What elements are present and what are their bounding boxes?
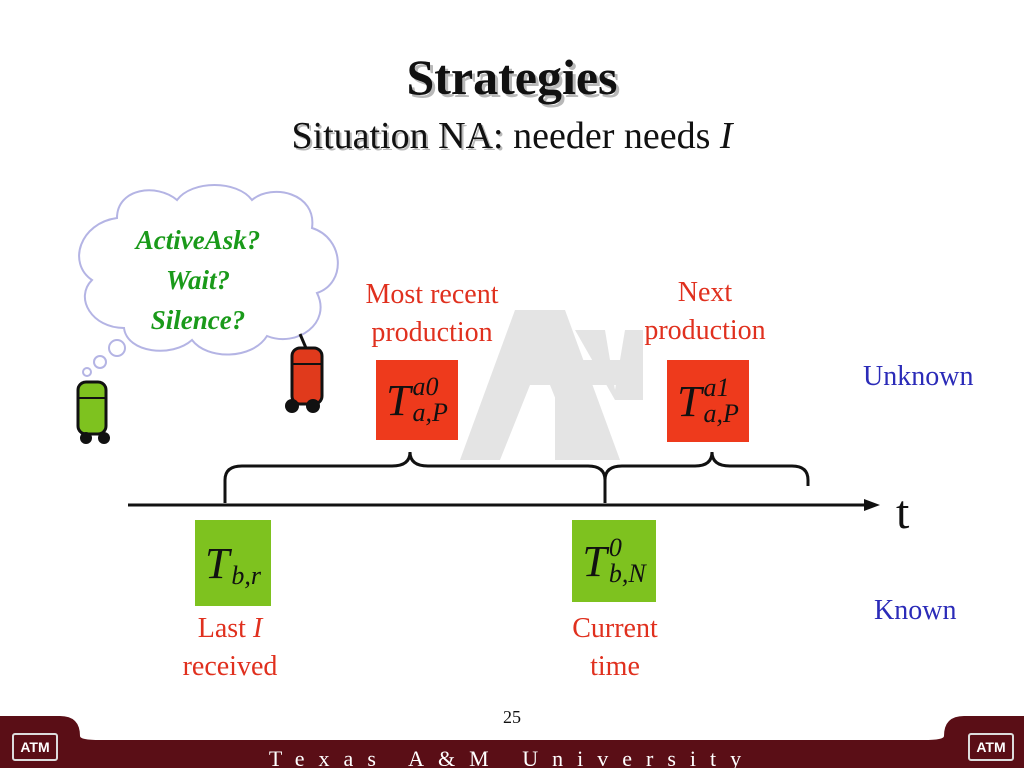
t-br-main: T (204, 538, 230, 588)
brace-right (603, 451, 810, 486)
t-a1-sup: a1 (703, 373, 730, 402)
page-number: 25 (503, 707, 521, 727)
axis-t-label: t (896, 486, 910, 539)
thought-line-activeask: ActiveAsk? (135, 225, 261, 255)
next-production-label: Next production (620, 274, 790, 350)
t-b0-sub: b,N (608, 559, 646, 588)
next-line1: Next (677, 277, 733, 308)
page-title: Strategies (406, 49, 618, 105)
current-time-line2: time (590, 651, 640, 682)
brace-left (223, 451, 607, 503)
time-axis-arrow (864, 499, 880, 511)
subtitle-label: Situation NA: (291, 115, 504, 157)
timeline-diagram (128, 451, 880, 511)
footer-bar (0, 716, 1024, 768)
known-label: Known (874, 595, 957, 626)
t-b0-main: T (582, 536, 607, 586)
producer-robot-icon (285, 333, 324, 413)
current-time-label: Current time (540, 610, 690, 686)
t-a0-main: T (386, 375, 411, 425)
last-received-line1: Last I (150, 610, 310, 648)
watermark-logo (460, 310, 643, 460)
t-b0-sup: 0 (608, 533, 622, 562)
next-line2: production (644, 315, 766, 346)
t-a1-sub: a,P (703, 399, 739, 428)
page-subtitle: Situation NA: needer needs I (0, 114, 1024, 158)
thought-line-wait: Wait? (165, 265, 230, 295)
needer-robot-icon (76, 380, 110, 444)
most-recent-line1: Most recent (365, 279, 499, 310)
thought-bubble (78, 184, 339, 377)
t-br-box: T b,r (195, 520, 271, 606)
subtitle-variable: I (719, 115, 733, 157)
last-var: I (252, 613, 263, 644)
last-received-label: Last I received (150, 610, 310, 686)
unknown-label: Unknown (863, 361, 974, 392)
t-a1-main: T (677, 376, 702, 426)
t-a0-sub: a,P (412, 398, 448, 427)
thought-line-silence: Silence? (150, 305, 246, 335)
t-a0-sup: a0 (412, 372, 439, 401)
footer-logo-right: ATM (968, 733, 1014, 761)
subtitle-text: needer needs (503, 115, 720, 157)
thought-text: ActiveAsk? Wait? Silence? (118, 220, 278, 340)
last-word: Last (197, 613, 253, 644)
most-recent-line2: production (371, 317, 493, 348)
most-recent-label: Most recent production (342, 276, 522, 352)
current-time-line1: Current (572, 613, 658, 644)
t-br-sup (231, 537, 261, 563)
t-br-sub: b,r (231, 561, 262, 590)
footer-university: Texas A&M University (268, 746, 756, 771)
last-received-line2: received (182, 651, 278, 682)
footer-logo-left: ATM (12, 733, 58, 761)
